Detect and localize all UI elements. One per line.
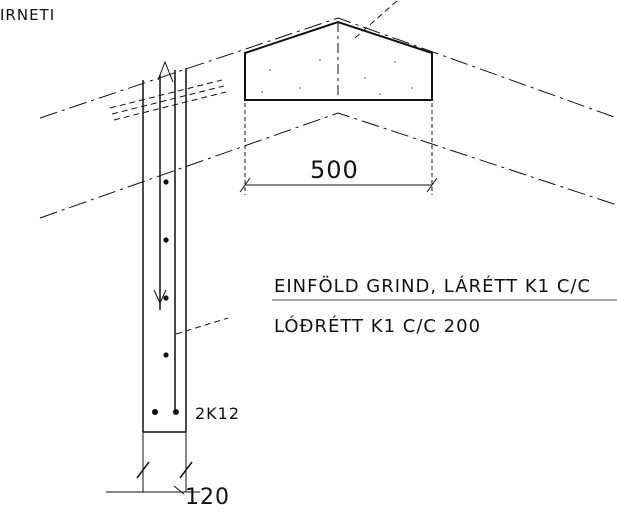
reinforcement-note-line1: EINFÖLD GRIND, LÁRÉTT K1 C/C [274, 276, 592, 297]
dim-120-tick-left [136, 461, 150, 479]
roof-outline-lower [39, 112, 617, 219]
rebar-hook-top [157, 60, 174, 83]
hatch-line-2 [111, 85, 225, 115]
rebar-dot-bottom-right [173, 409, 179, 415]
concrete-speckle [364, 77, 366, 79]
concrete-speckle [261, 91, 263, 93]
drawing-title: IRNETI [0, 6, 56, 24]
bar-label: 2K12 [195, 404, 241, 423]
dimension-500-label: 500 [310, 156, 359, 184]
rebar-dot-2 [163, 237, 169, 243]
rebar-arrow-bottom [153, 289, 167, 305]
dim-500-tick-right [426, 177, 438, 193]
concrete-speckle [269, 69, 271, 71]
note-leader [175, 317, 229, 335]
dim-120-tick-right [179, 461, 193, 479]
hatch-line-1 [109, 79, 223, 109]
concrete-speckle [319, 59, 321, 61]
rebar-dot-bottom-left [152, 409, 158, 415]
concrete-speckle [299, 87, 301, 89]
roof-outline-upper [39, 17, 617, 119]
dimension-120-label: 120 [185, 485, 230, 510]
rebar-dot-1 [163, 179, 169, 185]
concrete-speckle [394, 61, 396, 63]
dim-120-leader [173, 485, 185, 495]
reinforcement-note-line2: LÓÐRÉTT K1 C/C 200 [274, 316, 482, 337]
concrete-speckle [411, 87, 413, 89]
rebar-dot-3 [163, 295, 169, 301]
hatch-line-3 [113, 91, 227, 121]
ridge-section [244, 20, 433, 101]
dim-500-tick-left [239, 177, 251, 193]
rebar-dot-4 [163, 352, 169, 358]
concrete-speckle [379, 93, 381, 95]
